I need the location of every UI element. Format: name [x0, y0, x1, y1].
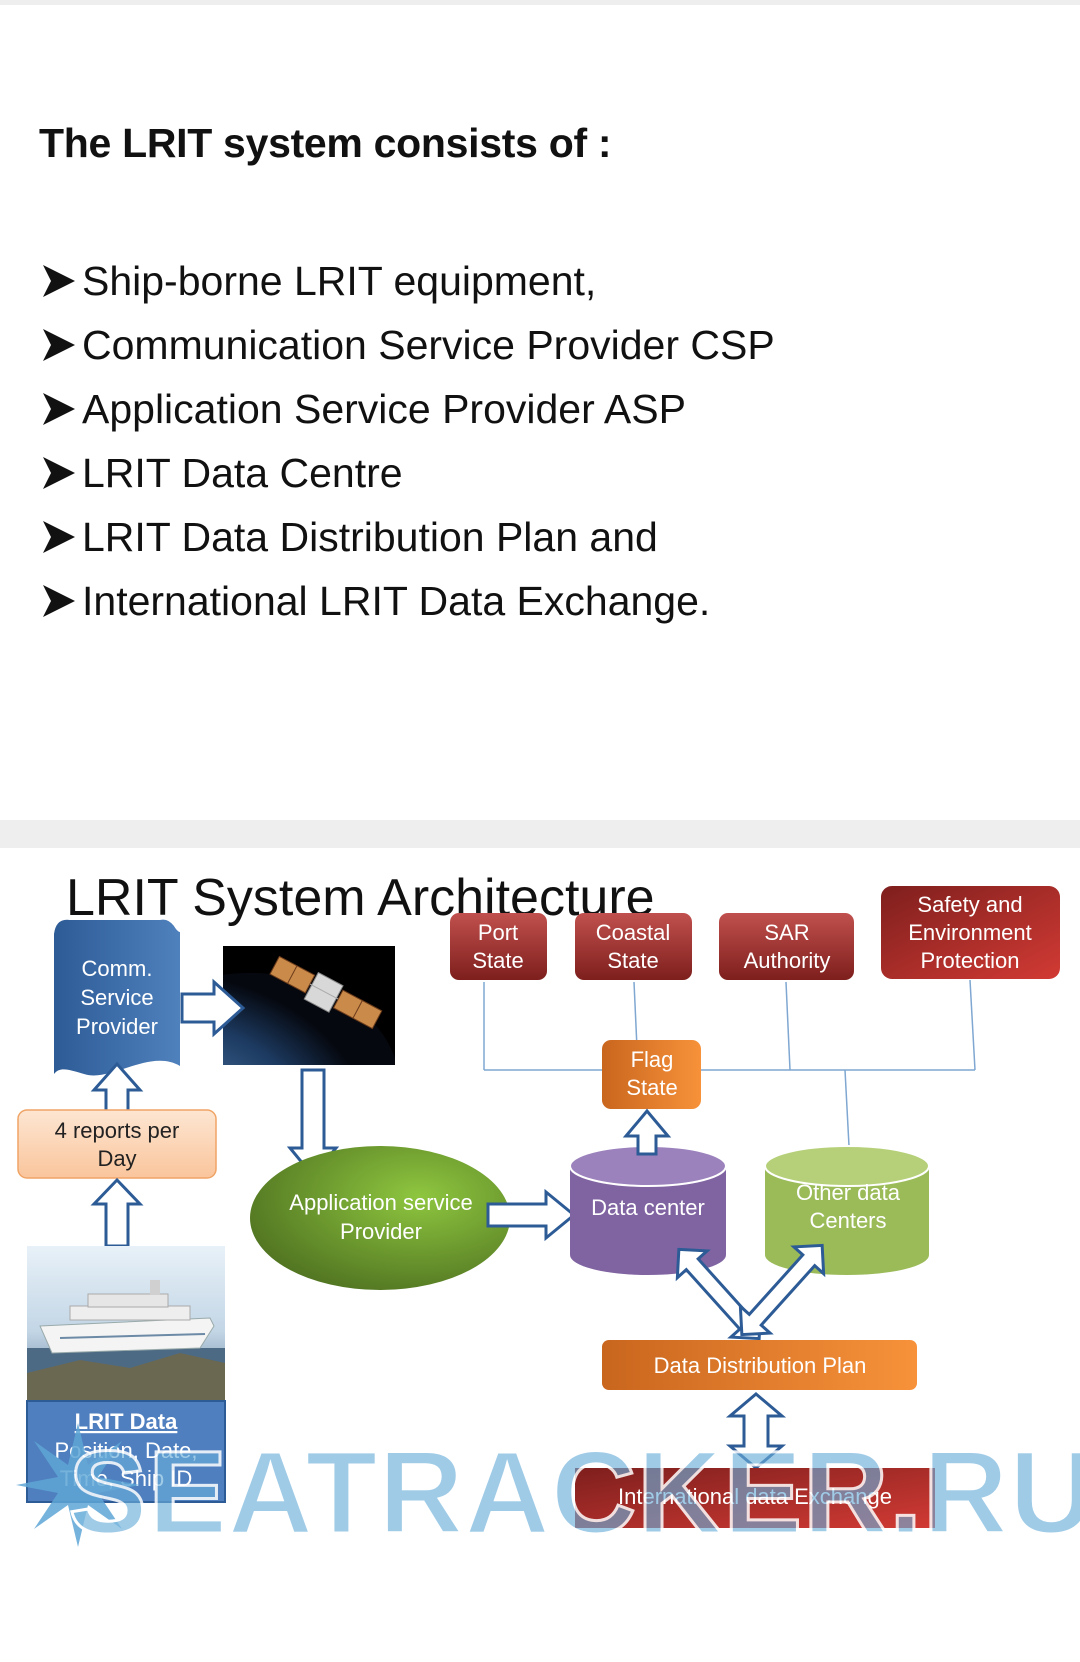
reports-per-day-box: 4 reports per Day	[17, 1109, 217, 1179]
comm-service-provider-shape: Comm. Service Provider	[54, 919, 180, 1076]
international-data-exchange-box: International data Exchange	[575, 1468, 935, 1528]
svg-text:Day: Day	[97, 1146, 136, 1171]
list-item: International LRIT Data Exchange.	[40, 569, 775, 633]
svg-text:Service: Service	[80, 985, 153, 1010]
flag-state-box: Flag State	[602, 1040, 701, 1109]
list-item-text: International LRIT Data Exchange.	[82, 577, 711, 624]
list-item: LRIT Data Centre	[40, 441, 775, 505]
list-item-text: LRIT Data Distribution Plan and	[82, 513, 658, 560]
data-distribution-plan-box: Data Distribution Plan	[602, 1340, 917, 1390]
watermark-text: SEATRACKER.RU	[69, 1427, 1080, 1559]
svg-text:Data Distribution Plan: Data Distribution Plan	[654, 1353, 867, 1378]
svg-text:SAR: SAR	[764, 920, 809, 945]
svg-text:Application service: Application service	[289, 1190, 472, 1215]
data-center-cylinder: Data center	[569, 1145, 727, 1275]
svg-text:International data Exchange: International data Exchange	[618, 1484, 892, 1509]
list-item: Ship-borne LRIT equipment,	[40, 249, 775, 313]
list-item-text: Ship-borne LRIT equipment,	[82, 257, 597, 304]
arrow-other-dc-to-ddp	[738, 1243, 826, 1337]
list-item-text: Communication Service Provider CSP	[82, 321, 775, 368]
slide-lrit-components: The LRIT system consists of : Ship-borne…	[0, 5, 1080, 820]
bullet-arrow-icon	[43, 265, 75, 297]
list-item: Communication Service Provider CSP	[40, 313, 775, 377]
svg-text:State: State	[472, 948, 523, 973]
list-item-text: LRIT Data Centre	[82, 449, 403, 496]
svg-text:Environment: Environment	[908, 920, 1032, 945]
svg-text:Safety and: Safety and	[917, 892, 1022, 917]
architecture-diagram: Port State Coastal State SAR Authority S…	[16, 886, 1080, 1561]
svg-text:Port: Port	[478, 920, 518, 945]
list-item: Application Service Provider ASP	[40, 377, 775, 441]
svg-text:Provider: Provider	[340, 1219, 422, 1244]
svg-text:Authority: Authority	[744, 948, 831, 973]
components-list: Ship-borne LRIT equipment, Communication…	[40, 249, 775, 633]
svg-text:Provider: Provider	[76, 1014, 158, 1039]
svg-text:Comm.: Comm.	[82, 956, 153, 981]
svg-text:Flag: Flag	[631, 1047, 674, 1072]
satellite-image	[223, 946, 395, 1065]
watermark-logo: SEATRACKER.RU	[16, 1423, 1080, 1561]
application-service-provider-ellipse: Application service Provider	[250, 1146, 510, 1290]
arrow-datacenter-to-flag	[622, 1108, 672, 1156]
port-state-box: Port State	[450, 913, 547, 980]
svg-text:State: State	[607, 948, 658, 973]
arrow-csp-to-satellite	[180, 978, 246, 1038]
arrow-asp-to-data-center	[486, 1188, 577, 1242]
authority-connector-lines	[483, 979, 976, 1147]
arrow-ship-to-reports	[90, 1177, 144, 1248]
safety-environment-box: Safety and Environment Protection	[881, 886, 1060, 979]
svg-text:LRIT Data: LRIT Data	[75, 1409, 178, 1434]
bullet-arrow-icon	[43, 457, 75, 489]
ship-image	[27, 1246, 225, 1401]
coastal-state-box: Coastal State	[575, 913, 692, 980]
slide-heading: The LRIT system consists of :	[39, 120, 612, 166]
sar-authority-box: SAR Authority	[719, 913, 854, 980]
bullet-arrow-icon	[43, 521, 75, 553]
bullet-arrow-icon	[43, 329, 75, 361]
svg-text:Other data: Other data	[796, 1180, 901, 1205]
bullet-arrow-icon	[43, 393, 75, 425]
slide-architecture: LRIT System Architecture	[0, 848, 1080, 1662]
bullet-arrow-icon	[43, 585, 75, 617]
list-item-text: Application Service Provider ASP	[82, 385, 686, 432]
svg-text:Data center: Data center	[591, 1195, 705, 1220]
svg-text:Centers: Centers	[809, 1208, 886, 1233]
list-item: LRIT Data Distribution Plan and	[40, 505, 775, 569]
svg-text:4 reports per: 4 reports per	[55, 1118, 180, 1143]
svg-text:Coastal: Coastal	[596, 920, 671, 945]
svg-text:State: State	[626, 1075, 677, 1100]
slide-title: LRIT System Architecture	[66, 869, 655, 927]
svg-text:Protection: Protection	[920, 948, 1019, 973]
other-data-centers-cylinder: Other data Centers	[764, 1145, 930, 1275]
